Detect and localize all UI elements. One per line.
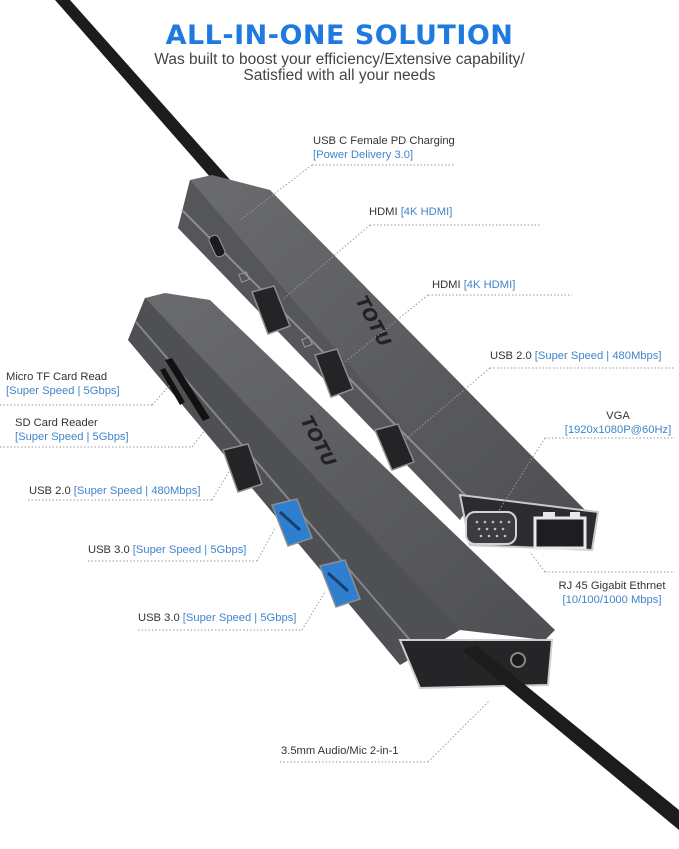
- vga-port-icon: [465, 511, 517, 545]
- lower-usb2-port-icon: [222, 443, 263, 493]
- callout-spec: [4K HDMI]: [463, 279, 516, 291]
- callout-audio: 3.5mm Audio/Mic 2-in-1: [281, 744, 399, 758]
- callout-spec: [Super Speed | 5Gbps]: [182, 612, 297, 624]
- subtitle-line-2: Satisfied with all your needs: [243, 67, 436, 84]
- lower-hub-body: [128, 293, 555, 640]
- callout-sd-card: SD Card Reader [Super Speed | 5Gbps]: [15, 416, 129, 444]
- callout-label: HDMI: [432, 279, 464, 291]
- upper-usb2-port-icon: [373, 423, 415, 471]
- rj45-port-icon: [533, 516, 587, 550]
- sd-card-slot-icon: [165, 358, 210, 421]
- callout-label: USB C Female PD Charging: [313, 135, 455, 147]
- usbc-port-icon: [208, 234, 226, 258]
- callout-spec: [10/100/1000 Mbps]: [562, 594, 662, 606]
- callout-label: USB 2.0: [29, 485, 74, 497]
- callout-rj45: RJ 45 Gigabit Ethrnet [10/100/1000 Mbps]: [548, 579, 676, 607]
- audio-jack-icon: [510, 652, 526, 668]
- lower-hub-side: [128, 298, 460, 665]
- callout-usbc-pd: USB C Female PD Charging [Power Delivery…: [313, 134, 455, 162]
- callout-hdmi-1: HDMI [4K HDMI]: [369, 205, 452, 219]
- callout-spec: [4K HDMI]: [400, 206, 453, 218]
- callout-spec: [Super Speed | 5Gbps]: [6, 385, 120, 397]
- callout-vga: VGA [1920x1080P@60Hz]: [558, 409, 678, 437]
- hdmi-port-2-icon: [314, 348, 354, 398]
- callout-spec: [Super Speed | 480Mbps]: [73, 485, 201, 497]
- callout-label: Micro TF Card Read: [6, 371, 108, 383]
- callout-label: USB 3.0: [88, 544, 133, 556]
- callout-label: VGA: [606, 410, 630, 422]
- upper-hub-body: [178, 175, 590, 522]
- callout-label: RJ 45 Gigabit Ethrnet: [558, 580, 666, 592]
- page-title: ALL-IN-ONE SOLUTION: [165, 20, 514, 51]
- callout-spec: [Power Delivery 3.0]: [313, 149, 414, 161]
- callout-label: SD Card Reader: [15, 417, 98, 429]
- micro-tf-slot-icon: [160, 368, 185, 405]
- subtitle-line-1: Was built to boost your efficiency/Exten…: [154, 51, 525, 68]
- callout-spec: [Super Speed | 5Gbps]: [15, 431, 129, 443]
- callout-hdmi-2: HDMI [4K HDMI]: [432, 278, 515, 292]
- callout-usb3-2: USB 3.0 [Super Speed | 5Gbps]: [138, 611, 296, 625]
- callout-micro-tf: Micro TF Card Read [Super Speed | 5Gbps]: [6, 370, 120, 398]
- lower-cable: [462, 645, 679, 830]
- callout-spec: [1920x1080P@60Hz]: [564, 424, 672, 436]
- callout-usb2-right: USB 2.0 [Super Speed | 480Mbps]: [490, 349, 661, 363]
- callout-spec: [Super Speed | 480Mbps]: [534, 350, 662, 362]
- callout-usb3-1: USB 3.0 [Super Speed | 5Gbps]: [88, 543, 246, 557]
- callout-label: HDMI: [369, 206, 401, 218]
- callout-label: USB 2.0: [490, 350, 535, 362]
- page-subtitle: Was built to boost your efficiency/Exten…: [0, 52, 679, 84]
- callout-usb2-left: USB 2.0 [Super Speed | 480Mbps]: [29, 484, 200, 498]
- hdmi-port-1-icon: [251, 285, 291, 335]
- leader-lines: [0, 164, 675, 763]
- callout-spec: [Super Speed | 5Gbps]: [132, 544, 247, 556]
- upper-cable: [55, 0, 232, 186]
- callout-label: 3.5mm Audio/Mic 2-in-1: [281, 745, 399, 757]
- callout-label: USB 3.0: [138, 612, 183, 624]
